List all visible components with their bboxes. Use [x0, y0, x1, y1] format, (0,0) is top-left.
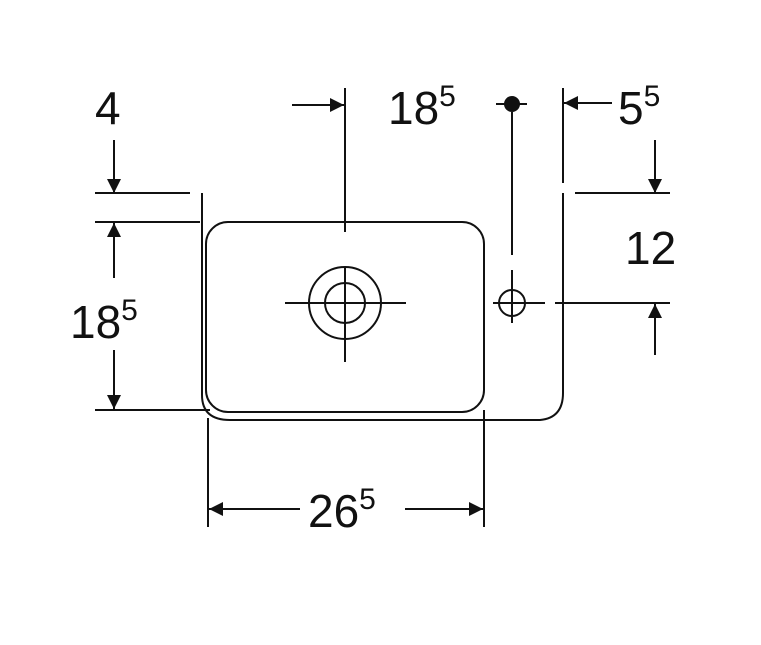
- tap-hole-icon: [493, 96, 545, 323]
- dimension-top-right: 55: [618, 80, 660, 134]
- dimension-left: 185: [70, 294, 138, 348]
- dimension-arrows: [107, 96, 662, 516]
- dimension-right: 12: [625, 222, 676, 274]
- dimension-top-left: 4: [95, 82, 121, 134]
- basin-outer-outline: [201, 193, 564, 421]
- drain-icon: [285, 88, 406, 362]
- extension-lines: [95, 88, 670, 527]
- dimension-bottom: 265: [308, 483, 376, 537]
- dimension-top-center: 185: [388, 80, 456, 134]
